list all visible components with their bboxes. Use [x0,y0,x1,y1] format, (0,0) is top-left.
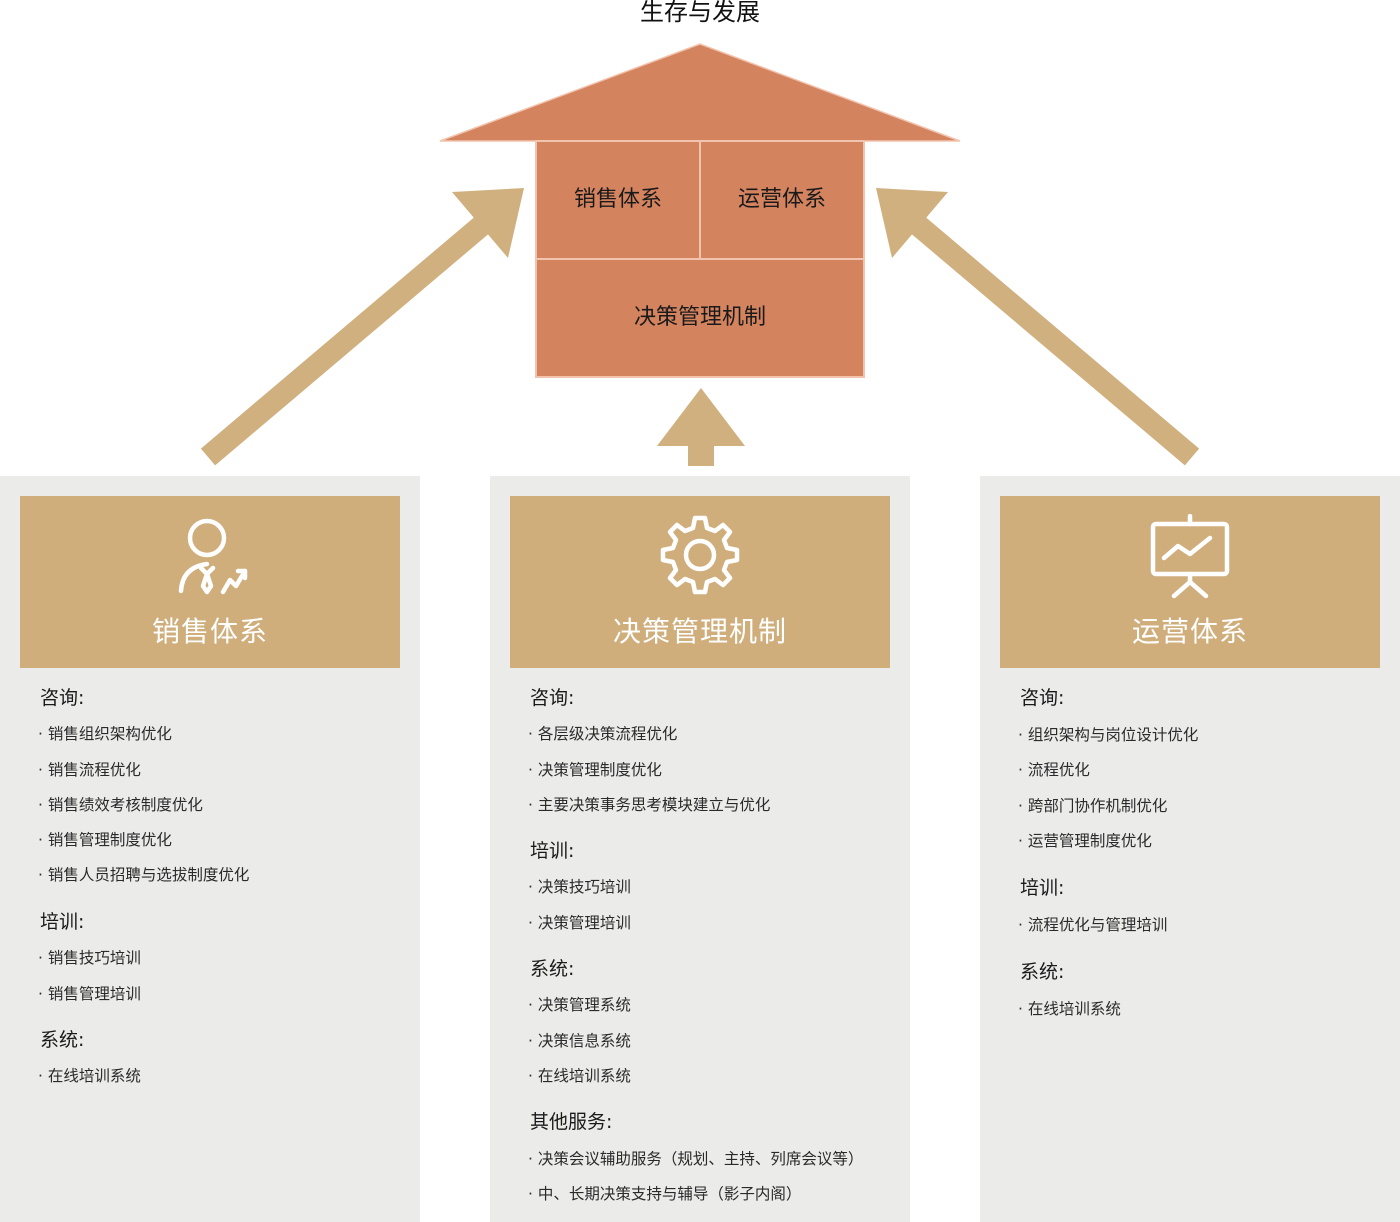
house-roof [439,43,961,142]
list-item: 跨部门协作机制优化 [1018,796,1168,816]
panel-title: 运营体系 [1131,615,1248,648]
list-item: 决策管理培训 [528,913,631,933]
section-title-system: 系统: [40,1029,85,1051]
list-item: 决策技巧培训 [528,877,631,897]
list-item: 组织架构与岗位设计优化 [1018,725,1199,745]
person-growth-icon [178,518,248,595]
section-title-system: 系统: [530,958,575,980]
list-item: 主要决策事务思考模块建立与优化 [528,795,771,815]
list-item: 决策信息系统 [528,1031,631,1051]
list-item: 销售组织架构优化 [38,724,172,744]
house-room-bottom [535,258,865,378]
presentation-chart-icon [1150,514,1230,599]
arrow-right-diagonal [876,188,1200,466]
panel-header: 销售体系 [20,496,400,668]
list-item: 销售管理制度优化 [38,830,172,850]
panel-sales: 销售体系 咨询: 销售组织架构优化 销售流程优化 销售绩效考核制度优化 销售管理… [0,476,420,1222]
house-label-operations: 运营体系 [737,187,826,212]
section-title-consult: 咨询: [1020,687,1065,709]
panel-decision: 决策管理机制 咨询: 各层级决策流程优化 决策管理制度优化 主要决策事务思考模块… [490,476,910,1222]
section-title-consult: 咨询: [40,687,85,709]
list-item: 销售技巧培训 [38,948,141,968]
panel-header: 决策管理机制 [510,496,890,668]
house-room-left [535,140,701,260]
gear-icon [660,515,740,595]
house-label-decision: 决策管理机制 [633,305,766,330]
list-item: 销售管理培训 [38,984,141,1004]
house-room-right [699,140,865,260]
list-item: 各层级决策流程优化 [528,724,678,744]
list-item: 销售绩效考核制度优化 [38,795,203,815]
section-title-consult: 咨询: [530,687,575,709]
section-title-training: 培训: [1020,877,1065,899]
arrow-center-up [657,388,745,466]
list-item: 在线培训系统 [38,1066,141,1086]
list-item: 销售流程优化 [38,760,141,780]
section-title-training: 培训: [40,911,85,933]
list-item: 流程优化 [1018,760,1090,780]
list-item: 在线培训系统 [1018,999,1121,1019]
house-label-sales: 销售体系 [573,187,662,212]
list-item: 运营管理制度优化 [1018,831,1152,851]
list-item: 销售人员招聘与选拔制度优化 [38,865,250,885]
arrow-left-diagonal [200,188,524,466]
diagram-title: 生存与发展 [640,0,760,26]
list-item: 决策会议辅助服务（规划、主持、列席会议等） [528,1149,864,1169]
panel-header: 运营体系 [1000,496,1380,668]
section-title-training: 培训: [530,840,575,862]
section-title-system: 系统: [1020,961,1065,983]
list-item: 中、长期决策支持与辅导（影子内阁） [528,1184,802,1204]
list-item: 决策管理制度优化 [528,760,662,780]
panel-operations: 运营体系 咨询: 组织架构与岗位设计优化 流程优化 跨部门协作机制优化 运营管理… [980,476,1400,1222]
panel-title: 决策管理机制 [612,615,787,648]
list-item: 决策管理系统 [528,995,631,1015]
panel-title: 销售体系 [151,615,268,648]
section-title-other-services: 其他服务: [530,1111,613,1133]
list-item: 在线培训系统 [528,1066,631,1086]
list-item: 流程优化与管理培训 [1018,915,1168,935]
